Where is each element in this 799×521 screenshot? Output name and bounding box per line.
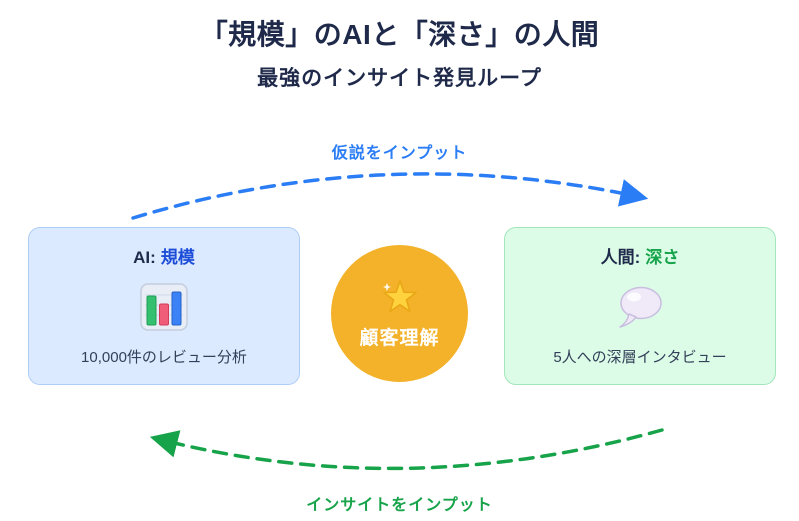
hypothesis-arrow-label: 仮説をインプット [331,145,468,162]
human-card-title-highlight: 深さ [645,248,680,267]
human-card-description: 5人への深層インタビュー [553,349,727,366]
ai-scale-card: AI:規模 10,000件のレビュー分析 [28,227,300,385]
star-icon [379,278,421,318]
human-depth-card: 人間:深さ 5人への深層インタビュー [504,227,776,385]
page-title: 「規模」のAIと「深さ」の人間 [199,19,600,50]
bar-chart-icon [138,281,190,333]
ai-card-title-prefix: AI: [133,248,156,267]
human-card-title-prefix: 人間: [600,248,641,267]
hypothesis-arrow [131,172,649,220]
insight-arrow [149,428,664,471]
customer-understanding-circle: 顧客理解 [331,245,468,382]
ai-card-title: AI:規模 [133,243,195,268]
human-card-title: 人間:深さ [601,243,680,268]
insight-arrow-label: インサイトをインプット [306,497,493,514]
page-subtitle: 最強のインサイト発見ループ [257,67,542,90]
ai-card-description: 10,000件のレビュー分析 [81,349,247,366]
speech-bubble-icon [615,283,665,331]
circle-label: 顧客理解 [359,327,440,349]
ai-card-title-highlight: 規模 [160,248,195,267]
